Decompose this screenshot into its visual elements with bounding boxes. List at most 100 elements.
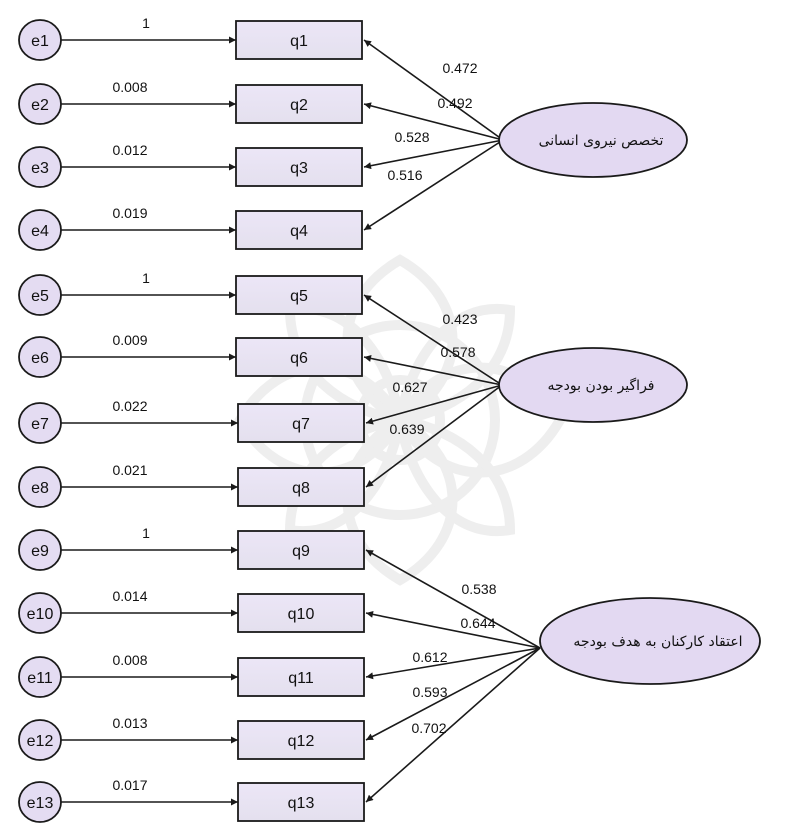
factor-loading-arrow	[365, 647, 541, 680]
indicator-label: q3	[290, 160, 308, 177]
factor-loading-arrow	[365, 647, 541, 803]
factor-loading-value: 0.612	[412, 649, 447, 665]
indicator-box	[237, 720, 365, 760]
error-path-value: 0.012	[112, 142, 147, 158]
indicator-box	[237, 657, 365, 697]
error-path-value: 0.019	[112, 205, 147, 221]
error-term-label: e12	[27, 733, 54, 750]
indicator-label: q9	[292, 543, 310, 560]
path-labels: 10.0080.0120.01910.0090.0220.02110.0140.…	[112, 15, 496, 793]
factor-loading-arrow	[363, 294, 503, 386]
error-term-circle	[18, 209, 62, 251]
indicator-label: q12	[288, 733, 315, 750]
error-term-circle	[18, 336, 62, 378]
error-term-circle	[18, 274, 62, 316]
indicator-box	[237, 593, 365, 633]
factor-loading-arrow	[365, 384, 503, 425]
error-term-circle	[18, 656, 62, 698]
factor-loading-value: 0.516	[387, 167, 422, 183]
latent-factor-label: تخصص نیروی انسانی	[539, 133, 664, 149]
indicator-box	[235, 210, 363, 250]
latent-factor-ellipse	[498, 347, 688, 423]
error-path-value: 0.021	[112, 462, 147, 478]
indicator-label: q5	[290, 288, 308, 305]
indicator-box	[235, 84, 363, 124]
factor-loading-arrow	[365, 384, 503, 488]
factor-loading-arrow	[365, 549, 541, 649]
indicator-box	[235, 275, 363, 315]
indicator-box	[235, 337, 363, 377]
error-path-value: 1	[142, 525, 150, 541]
error-term-circle	[18, 466, 62, 508]
indicator-label: q7	[292, 416, 310, 433]
factor-loading-value: 0.423	[442, 311, 477, 327]
indicator-label: q2	[290, 97, 308, 114]
error-term-circle	[18, 83, 62, 125]
factor-loading-arrow	[365, 610, 541, 649]
factor-loading-value: 0.492	[437, 95, 472, 111]
factor-loading-arrow	[365, 647, 541, 741]
factor-loading-value: 0.472	[442, 60, 477, 76]
error-path-value: 0.009	[112, 332, 147, 348]
latent-factor-ellipse	[498, 102, 688, 178]
error-path-value: 0.022	[112, 398, 147, 414]
factor-loading-arrow	[363, 139, 504, 231]
error-path-value: 0.014	[112, 588, 147, 604]
indicator-box	[237, 403, 365, 443]
error-term-circle	[18, 402, 62, 444]
factor-loading-value: 0.627	[392, 379, 427, 395]
indicator-box	[237, 467, 365, 507]
error-term-label: e2	[31, 97, 49, 114]
factor-loading-value: 0.639	[389, 421, 424, 437]
indicator-label: q13	[288, 795, 315, 812]
indicator-label: q10	[288, 606, 315, 623]
watermark-emblem	[234, 254, 566, 586]
factor-loading-arrow	[363, 354, 503, 386]
indicator-box	[235, 147, 363, 187]
factor-loading-arrow	[363, 139, 504, 170]
error-term-label: e7	[31, 416, 49, 433]
error-term-label: e9	[31, 543, 49, 560]
factor-loading-value: 0.593	[412, 684, 447, 700]
latent-factor-label: اعتقاد کارکنان به هدف بودجه	[573, 634, 742, 650]
factor-loading-arrow	[363, 39, 504, 141]
indicator-box	[235, 20, 363, 60]
error-term-label: e4	[31, 223, 49, 240]
indicator-label: q8	[292, 480, 310, 497]
latent-factor-label: فراگیر بودن بودجه	[548, 377, 655, 394]
error-term-label: e3	[31, 160, 49, 177]
error-path-value: 0.013	[112, 715, 147, 731]
error-path-value: 0.008	[112, 652, 147, 668]
latent-factor-ellipse	[539, 597, 761, 685]
factor-loading-value: 0.578	[440, 344, 475, 360]
path-arrows	[61, 36, 541, 806]
error-path-value: 0.017	[112, 777, 147, 793]
factor-loading-value: 0.538	[461, 581, 496, 597]
factor-loading-value: 0.644	[460, 615, 495, 631]
indicator-box	[237, 782, 365, 822]
indicator-label: q4	[290, 223, 308, 240]
indicator-label: q11	[288, 670, 314, 687]
indicator-box	[237, 530, 365, 570]
error-term-label: e11	[27, 670, 53, 687]
error-term-label: e1	[31, 33, 49, 50]
indicator-label: q1	[290, 33, 308, 50]
error-term-circle	[18, 781, 62, 823]
error-term-circle	[18, 19, 62, 61]
factor-loading-value: 0.702	[411, 720, 446, 736]
factor-loading-arrow	[363, 102, 504, 141]
error-path-value: 0.008	[112, 79, 147, 95]
error-term-label: e8	[31, 480, 49, 497]
error-term-label: e6	[31, 350, 49, 367]
error-term-circle	[18, 529, 62, 571]
error-term-circle	[18, 592, 62, 634]
error-path-value: 1	[142, 270, 150, 286]
error-term-label: e10	[27, 606, 54, 623]
error-term-label: e5	[31, 288, 49, 305]
error-term-label: e13	[27, 795, 54, 812]
error-term-circle	[18, 719, 62, 761]
factor-loading-value: 0.528	[394, 129, 429, 145]
error-term-circle	[18, 146, 62, 188]
